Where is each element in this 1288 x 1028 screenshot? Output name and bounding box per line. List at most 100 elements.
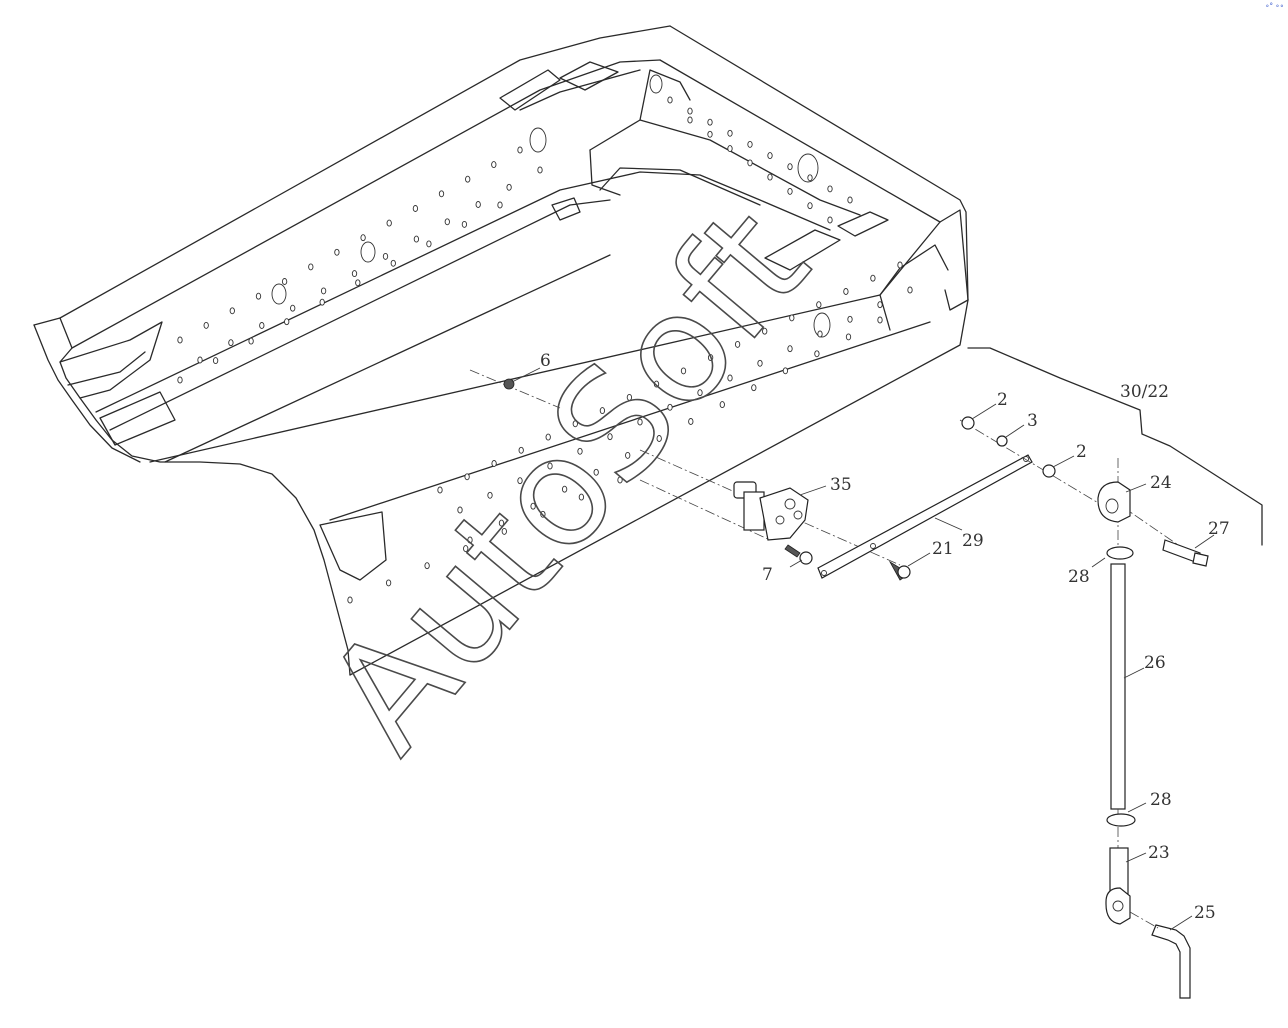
bolt-hole bbox=[572, 420, 578, 428]
bolt-hole bbox=[540, 510, 546, 518]
label-23: 23 bbox=[1148, 843, 1170, 863]
bolt-hole bbox=[248, 337, 254, 345]
label-35: 35 bbox=[830, 475, 852, 495]
label-24: 24 bbox=[1150, 473, 1172, 493]
bolt-hole bbox=[518, 446, 524, 454]
bolt-hole bbox=[727, 374, 733, 382]
bolt-hole bbox=[578, 493, 585, 501]
bolt-hole bbox=[577, 447, 583, 455]
bolt-hole bbox=[789, 314, 795, 322]
bolt-hole bbox=[897, 261, 903, 269]
bolt-hole bbox=[847, 196, 853, 204]
bolt-hole bbox=[877, 301, 883, 309]
bolt-hole bbox=[386, 219, 392, 227]
bolt-hole bbox=[607, 433, 613, 441]
bolt-hole bbox=[687, 116, 693, 124]
bolt-hole bbox=[255, 292, 262, 300]
bolt-hole bbox=[787, 345, 793, 353]
bolt-hole bbox=[491, 460, 497, 467]
label-7: 7 bbox=[762, 565, 773, 585]
bolt-hole bbox=[667, 403, 673, 411]
label-28-lower: 28 bbox=[1150, 790, 1172, 810]
bolt-hole bbox=[284, 318, 290, 326]
bolt-hole bbox=[228, 339, 234, 347]
label-21: 21 bbox=[932, 539, 954, 559]
bolt-hole bbox=[561, 485, 568, 493]
bolt-hole bbox=[426, 240, 432, 248]
bolt-hole bbox=[870, 274, 876, 282]
bolt-hole bbox=[412, 205, 419, 212]
bolt-hole bbox=[212, 357, 219, 365]
bolt-hole bbox=[259, 322, 265, 329]
bolt-hole bbox=[747, 159, 753, 167]
outline-30-22 bbox=[967, 347, 1263, 546]
bolt-hole bbox=[464, 473, 470, 481]
bolt-hole bbox=[355, 279, 361, 287]
bolt-hole bbox=[697, 389, 703, 397]
bolt-hole bbox=[680, 367, 687, 375]
bolt-hole bbox=[687, 107, 693, 115]
bolt-hole bbox=[501, 527, 507, 535]
bolt-hole bbox=[782, 367, 789, 375]
bolt-hole bbox=[463, 545, 469, 553]
bolt-hole bbox=[877, 316, 883, 324]
bolt-hole bbox=[281, 278, 288, 285]
bolt-hole bbox=[197, 356, 203, 364]
bolt-hole bbox=[530, 502, 536, 510]
bolt-hole bbox=[767, 173, 773, 181]
bolt-hole bbox=[757, 359, 763, 367]
bolt-hole bbox=[320, 287, 327, 295]
bolt-hole bbox=[667, 96, 673, 104]
bolt-hole bbox=[382, 252, 389, 260]
bolt-hole bbox=[637, 418, 643, 426]
bolt-hole bbox=[807, 202, 813, 210]
label-29: 29 bbox=[962, 531, 984, 551]
chassis-frame bbox=[33, 25, 969, 676]
bolt-hole bbox=[727, 145, 733, 153]
label-6: 6 bbox=[540, 351, 551, 371]
bolt-hole bbox=[814, 350, 820, 358]
bolt-hole bbox=[390, 259, 396, 267]
bolt-hole bbox=[747, 140, 753, 148]
bolt-hole bbox=[360, 234, 366, 242]
bolt-hole bbox=[487, 491, 493, 499]
frame-bolt-holes bbox=[177, 96, 913, 604]
shaft-assembly bbox=[1091, 458, 1215, 999]
bolt-hole bbox=[351, 270, 358, 278]
bolt-hole bbox=[727, 129, 733, 137]
bolt-hole bbox=[517, 477, 523, 485]
watermark-text: AutoSoft bbox=[294, 178, 841, 783]
bolt-hole bbox=[203, 321, 209, 329]
corner-mark: ∘° ∘∘ bbox=[1265, 2, 1284, 10]
part-35-valve-assembly bbox=[639, 449, 901, 568]
bolt-hole bbox=[653, 380, 660, 388]
bolt-hole bbox=[334, 248, 340, 256]
bolt-hole bbox=[537, 166, 543, 174]
bolt-hole bbox=[719, 401, 725, 409]
label-28-upper: 28 bbox=[1068, 567, 1090, 587]
bolt-hole bbox=[827, 185, 833, 193]
bolt-hole bbox=[843, 288, 849, 295]
bolt-hole bbox=[847, 315, 853, 323]
bolt-hole bbox=[465, 175, 471, 183]
bolt-hole bbox=[599, 407, 606, 415]
bolt-hole bbox=[625, 451, 631, 459]
parts-2-3-washers bbox=[959, 403, 1111, 511]
label-2-upper: 2 bbox=[997, 390, 1008, 410]
bolt-hole bbox=[817, 330, 823, 338]
bolt-hole bbox=[413, 235, 420, 243]
bolt-hole bbox=[751, 384, 757, 392]
bolt-hole bbox=[762, 327, 768, 335]
bolt-hole bbox=[347, 596, 353, 604]
label-25: 25 bbox=[1194, 903, 1216, 923]
bolt-hole bbox=[385, 579, 392, 587]
part-29-link-bar bbox=[817, 454, 1033, 581]
bolt-hole bbox=[308, 263, 314, 271]
bolt-hole bbox=[319, 298, 325, 306]
label-2-lower: 2 bbox=[1076, 442, 1087, 462]
bolt-hole bbox=[656, 435, 662, 442]
bolt-hole bbox=[438, 190, 445, 198]
bolt-hole bbox=[177, 336, 183, 344]
bolt-hole bbox=[444, 218, 450, 226]
bolt-hole bbox=[816, 301, 822, 309]
